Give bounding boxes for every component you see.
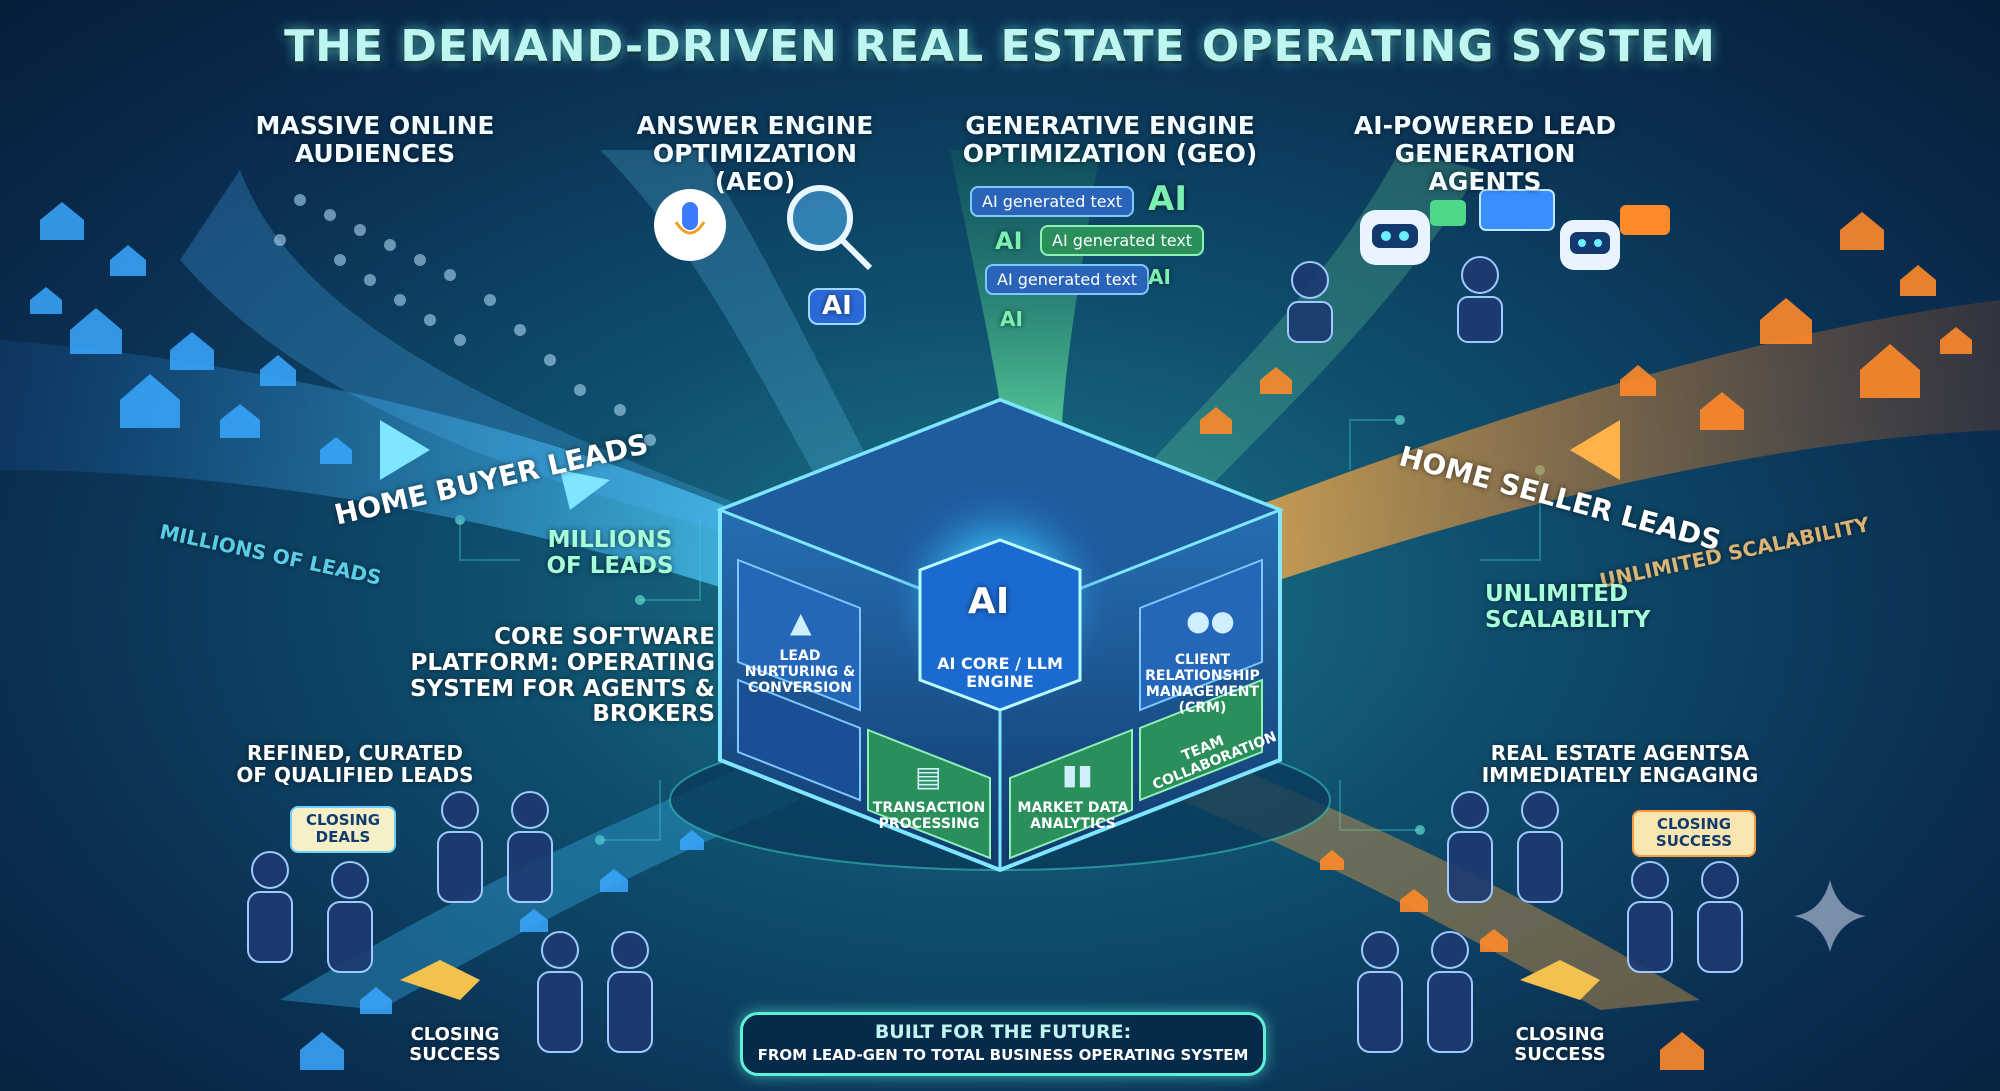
module-lead-nurturing: LEAD NURTURING & CONVERSION (744, 648, 856, 697)
bubble-closing-success: CLOSING SUCCESS (1632, 810, 1756, 857)
handshake-icon (400, 960, 1600, 1000)
ai-text-box-2: AI generated text (1040, 225, 1205, 256)
chat-bubble-icon (1430, 189, 1670, 235)
module-transaction: TRANSACTION PROCESSING (872, 800, 986, 833)
ai-text-box-1: AI generated text (970, 186, 1135, 217)
closing-success-right: CLOSING SUCCESS (1514, 1024, 1606, 1066)
core-label: AI CORE / LLM ENGINE (937, 654, 1063, 692)
label-millions-mid: MILLIONS OF LEADS (546, 527, 674, 579)
microphone-icon (654, 189, 726, 261)
document-icon: ▤ (915, 760, 942, 793)
people-group-icon: ●● (1186, 604, 1235, 637)
label-ai-agents: AI-POWERED LEAD GENERATION AGENTS (1353, 111, 1617, 196)
label-massive-online-audiences: MASSIVE ONLINE AUDIENCES (255, 111, 495, 168)
label-geo: GENERATIVE ENGINE OPTIMIZATION (GEO) (962, 111, 1258, 168)
closing-success-left: CLOSING SUCCESS (409, 1024, 501, 1066)
aeo-stream (600, 150, 900, 520)
sparkle-icon (1794, 880, 1866, 952)
ai-text-box-3: AI generated text (985, 264, 1150, 295)
module-crm: CLIENT RELATIONSHIP MANAGEMENT (CRM) (1145, 652, 1260, 717)
footer-line-1: BUILT FOR THE FUTURE: (874, 1021, 1132, 1043)
lightbulb-icon: ▲ (790, 606, 812, 639)
bubble-closing-deals: CLOSING DEALS (290, 806, 396, 853)
robot-icon (1360, 210, 1620, 270)
left-outcome-title: REFINED, CURATED OF QUALIFIED LEADS (236, 741, 474, 788)
magnifier-icon (787, 185, 873, 271)
label-aeo: ANSWER ENGINE OPTIMIZATION (AEO) (636, 111, 874, 196)
ai-badge-4: AI (1000, 307, 1023, 331)
ai-badge-3: AI (1148, 265, 1171, 289)
bar-chart-icon: ▮▮ (1062, 758, 1093, 791)
ai-badge-5: AI (808, 288, 866, 326)
footer-banner: BUILT FOR THE FUTURE: FROM LEAD-GEN TO T… (740, 1012, 1266, 1076)
ai-badge-1: AI (1148, 179, 1187, 219)
module-market-data: MARKET DATA ANALYTICS (1017, 800, 1129, 833)
label-scalability-mid: UNLIMITED SCALABILITY (1485, 581, 1651, 633)
right-outcome-title: REAL ESTATE AGENTSA IMMEDIATELY ENGAGING (1481, 741, 1759, 788)
page-title: THE DEMAND-DRIVEN REAL ESTATE OPERATING … (284, 21, 1716, 72)
core-ai-badge: AI (968, 581, 1010, 622)
platform-title: CORE SOFTWARE PLATFORM: OPERATING SYSTEM… (409, 624, 715, 728)
ai-badge-2: AI (995, 227, 1023, 255)
footer-line-2: FROM LEAD-GEN TO TOTAL BUSINESS OPERATIN… (757, 1046, 1249, 1064)
